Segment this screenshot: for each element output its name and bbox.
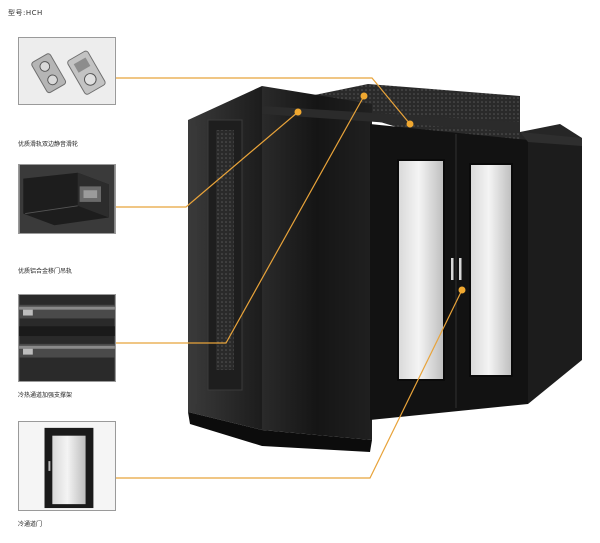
- callout-caption-door-frame: 优质铝合金移门吊轨: [18, 268, 73, 275]
- left-cabinet-front: [262, 86, 372, 440]
- door-handle-left: [451, 258, 454, 280]
- right-cabinet-top: [520, 132, 582, 146]
- callout-caption-aisle-frame: 冷热通道加强支撑架: [18, 392, 73, 399]
- callout-end-door-image: [18, 421, 116, 511]
- callout-lines: [116, 77, 463, 479]
- leader-slide-rail: [116, 77, 411, 125]
- right-cabinet-front: [528, 140, 582, 404]
- door-handle-right: [459, 258, 462, 280]
- roof-panel: [300, 84, 520, 146]
- leader-aisle-frame: [116, 95, 365, 344]
- side-door-vent: [216, 130, 234, 370]
- right-door-glass: [469, 163, 513, 377]
- support-bar-icon: [19, 295, 115, 381]
- end-door-icon: [19, 422, 115, 510]
- callout-caption-end-door: 冷通道门: [18, 521, 43, 528]
- dot-door-frame: [294, 108, 302, 116]
- aluminum-profile-icon: [19, 165, 115, 233]
- callout-aisle-frame-image: [18, 294, 116, 382]
- leader-door-frame: [116, 111, 299, 208]
- model-label: 型号:HCH: [8, 9, 43, 17]
- left-door-glass: [397, 159, 445, 381]
- callout-dots: [294, 92, 466, 294]
- callout-slide-rail-image: [18, 37, 116, 105]
- dot-slide-rail: [406, 120, 414, 128]
- dot-aisle-frame: [360, 92, 368, 100]
- cabinet-base: [188, 412, 372, 452]
- top-rail: [262, 106, 520, 132]
- leader-end-door: [116, 289, 463, 479]
- callout-caption-slide-rail: 优质滑轨双边静音滑轮: [18, 141, 79, 148]
- dot-end-door: [458, 286, 466, 294]
- roller-hardware-icon: [19, 38, 115, 104]
- callout-door-frame-image: [18, 164, 116, 234]
